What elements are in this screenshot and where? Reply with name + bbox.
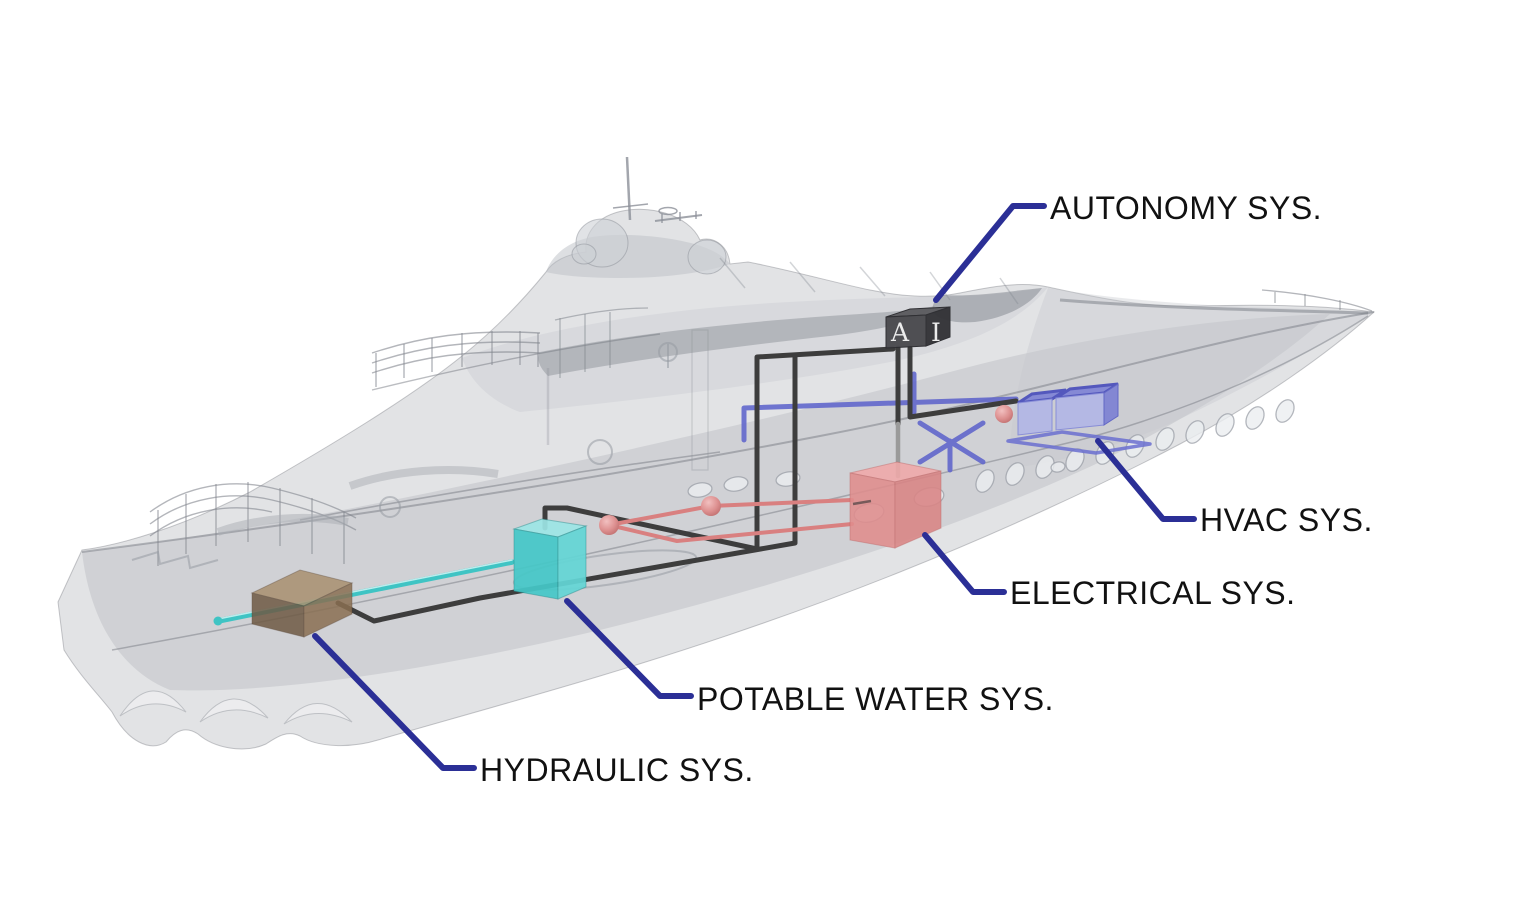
porthole: [1215, 413, 1235, 437]
porthole: [1245, 406, 1265, 430]
deck-furniture: [131, 329, 709, 591]
porthole: [1275, 399, 1295, 423]
autonomy-system-box: [885, 306, 951, 349]
power-data-conduit: [335, 345, 1019, 624]
label-hvac-sys: HVAC SYS.: [1200, 502, 1373, 538]
hydraulic-system-box: [250, 569, 354, 638]
label-hydraulic-sys: HYDRAULIC SYS.: [480, 752, 754, 788]
porthole: [1050, 461, 1066, 473]
porthole: [723, 476, 749, 492]
deck-edge: [299, 451, 721, 521]
autonomy-leader-line: [933, 203, 1047, 303]
tender-hatch: [512, 549, 698, 591]
yacht-hull: [57, 208, 1376, 750]
ai-box-label: A I: [890, 318, 948, 347]
hvac-system-box: [1017, 382, 1119, 436]
hvac-duct: [741, 371, 1019, 473]
porthole: [1005, 462, 1025, 486]
electrical-leader-line: [922, 532, 1007, 595]
bow-bulwark: [1059, 298, 1369, 315]
roof-ribs: [719, 257, 1019, 305]
window-band: [538, 306, 935, 376]
porthole: [1155, 427, 1175, 451]
porthole: [1185, 420, 1205, 444]
windshield: [932, 288, 1042, 323]
mid-deck-railing: [554, 307, 649, 378]
radome-aft: [687, 239, 727, 275]
hvac-leader-line: [1095, 438, 1197, 522]
stern-steps: [131, 550, 219, 570]
pipe-junction-sphere: [701, 496, 721, 516]
upper-aft-railing: [371, 331, 541, 387]
label-autonomy-sys: AUTONOMY SYS.: [1050, 190, 1322, 226]
radome-small: [571, 243, 597, 265]
label-electrical-sys: ELECTRICAL SYS.: [1010, 575, 1296, 611]
antenna-mast: [612, 156, 703, 223]
hydraulic-leader-line: [312, 633, 477, 771]
stern-arches: [119, 690, 353, 725]
potable-water-system-box: [512, 518, 588, 600]
pipe-junction-sphere: [995, 405, 1013, 423]
yacht-rendering: [57, 156, 1376, 750]
label-potable-water-sys: POTABLE WATER SYS.: [697, 681, 1054, 717]
pipe-network: [213, 345, 1152, 626]
porthole: [975, 469, 995, 493]
upper-deck-edge: [371, 333, 661, 391]
label-leaders: [312, 203, 1197, 771]
hvac-base-frame: [1006, 430, 1152, 455]
sheer-line: [81, 311, 1375, 553]
pipe-junction-sphere: [599, 515, 619, 535]
porthole: [687, 482, 713, 498]
bow-railing: [1261, 289, 1373, 312]
electrical-system-box: [849, 461, 942, 549]
potable-water-leader-line: [564, 598, 694, 699]
